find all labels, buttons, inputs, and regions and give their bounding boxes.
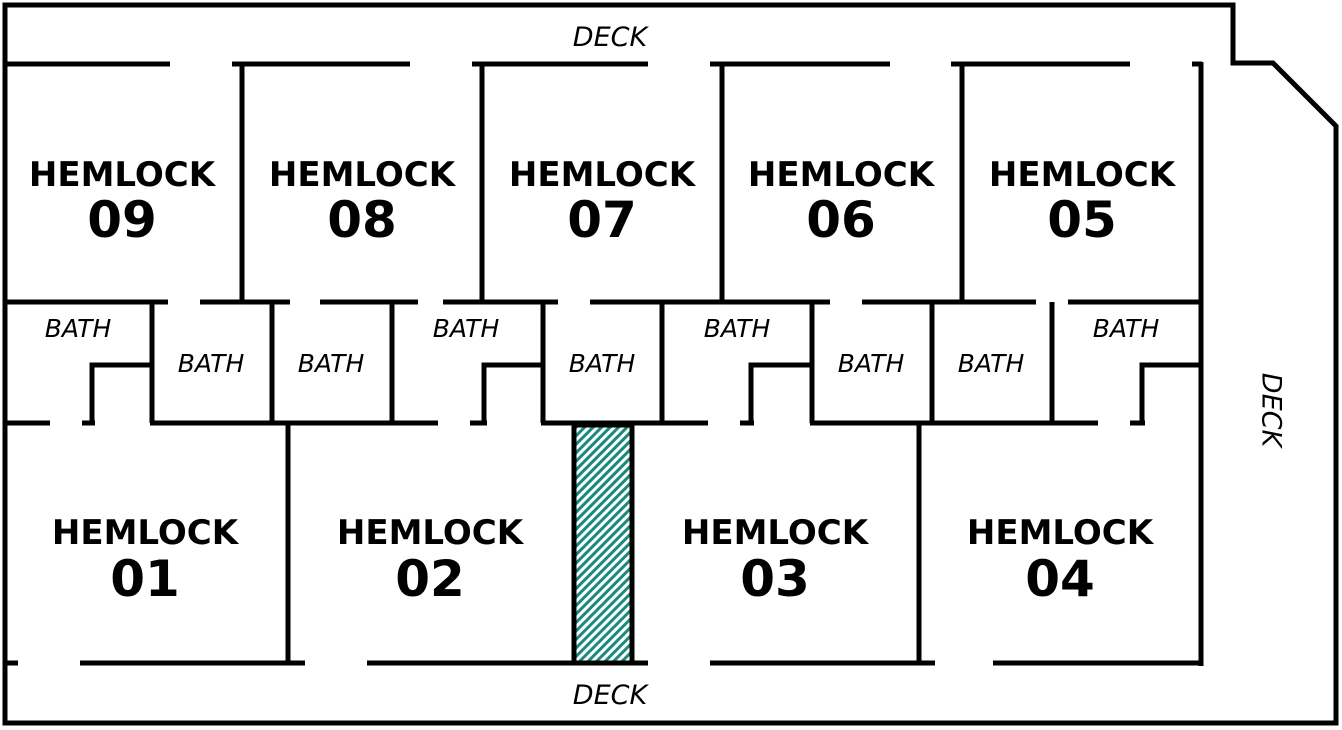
room-hemlock-09[interactable]: HEMLOCK 09 (29, 155, 217, 249)
bath-label: BATH (704, 314, 771, 343)
room-label: HEMLOCK (337, 513, 525, 553)
bath-label: BATH (838, 349, 905, 378)
room-number: 02 (395, 550, 465, 608)
lower-room-dividers (285, 423, 922, 665)
room-number: 06 (806, 191, 876, 249)
deck-label-east: DECK (1256, 373, 1287, 450)
room-hemlock-06[interactable]: HEMLOCK 06 (748, 155, 936, 249)
room-hemlock-07[interactable]: HEMLOCK 07 (509, 155, 697, 249)
room-number: 09 (87, 191, 157, 249)
room-hemlock-02[interactable]: HEMLOCK 02 (337, 513, 525, 608)
deck-label-top: DECK (573, 22, 650, 53)
bath-label: BATH (298, 349, 365, 378)
room-hemlock-05[interactable]: HEMLOCK 05 (989, 155, 1177, 249)
bath-labels: BATH BATH BATH BATH BATH BATH BATH BATH … (45, 314, 1160, 378)
service-shaft (571, 422, 635, 666)
room-label: HEMLOCK (682, 513, 870, 553)
room-label: HEMLOCK (967, 513, 1155, 553)
room-number: 07 (567, 191, 637, 249)
room-hemlock-03[interactable]: HEMLOCK 03 (682, 513, 870, 608)
room-number: 03 (740, 550, 810, 608)
bath-label: BATH (433, 314, 500, 343)
room-hemlock-04[interactable]: HEMLOCK 04 (967, 513, 1155, 608)
room-label: HEMLOCK (52, 513, 240, 553)
room-hemlock-01[interactable]: HEMLOCK 01 (52, 513, 240, 608)
bath-label: BATH (178, 349, 245, 378)
room-label: HEMLOCK (748, 155, 936, 195)
deck-label-bottom: DECK (573, 680, 650, 711)
room-label: HEMLOCK (29, 155, 217, 195)
room-label: HEMLOCK (989, 155, 1177, 195)
room-label: HEMLOCK (509, 155, 697, 195)
bath-label: BATH (1093, 314, 1160, 343)
bath-label: BATH (45, 314, 112, 343)
room-label: HEMLOCK (269, 155, 457, 195)
upper-room-dividers (239, 64, 965, 302)
bath-zone-walls (89, 302, 1201, 423)
bath-label: BATH (958, 349, 1025, 378)
room-hemlock-08[interactable]: HEMLOCK 08 (269, 155, 457, 249)
room-number: 05 (1047, 191, 1117, 249)
room-number: 01 (110, 550, 180, 608)
room-number: 04 (1025, 550, 1095, 608)
bath-label: BATH (569, 349, 636, 378)
room-number: 08 (327, 191, 397, 249)
